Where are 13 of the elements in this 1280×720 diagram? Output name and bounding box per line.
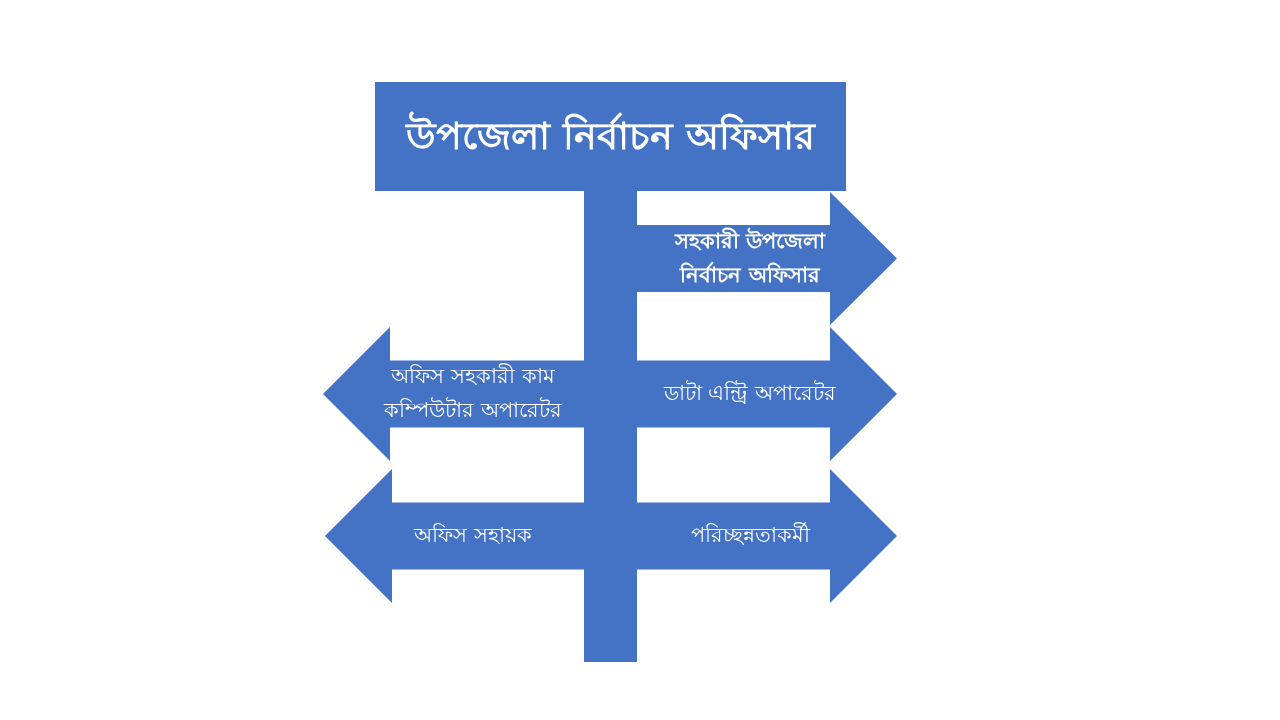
role-label: অফিস সহকারী কাম কম্পিউটার অপারেটর: [382, 362, 563, 424]
right-arrow-shape: [637, 192, 897, 325]
role-label: সহকারী উপজেলা নির্বাচন অফিসার: [673, 226, 827, 289]
right-arrow-shape: [637, 327, 897, 461]
right-arrow-shape: [637, 469, 897, 603]
role-label: অফিস সহায়ক: [414, 522, 532, 550]
role-label: পরিচ্ছন্নতাকর্মী: [690, 521, 810, 550]
title-box: [375, 82, 846, 191]
connector-trunk: [584, 191, 637, 662]
role-label: ডাটা এন্ট্রি অপারেটর: [663, 379, 837, 408]
left-arrow-shape: [323, 327, 584, 461]
title-text: উপজেলা নির্বাচন অফিসার: [405, 111, 816, 160]
left-arrow-shape: [325, 469, 584, 603]
